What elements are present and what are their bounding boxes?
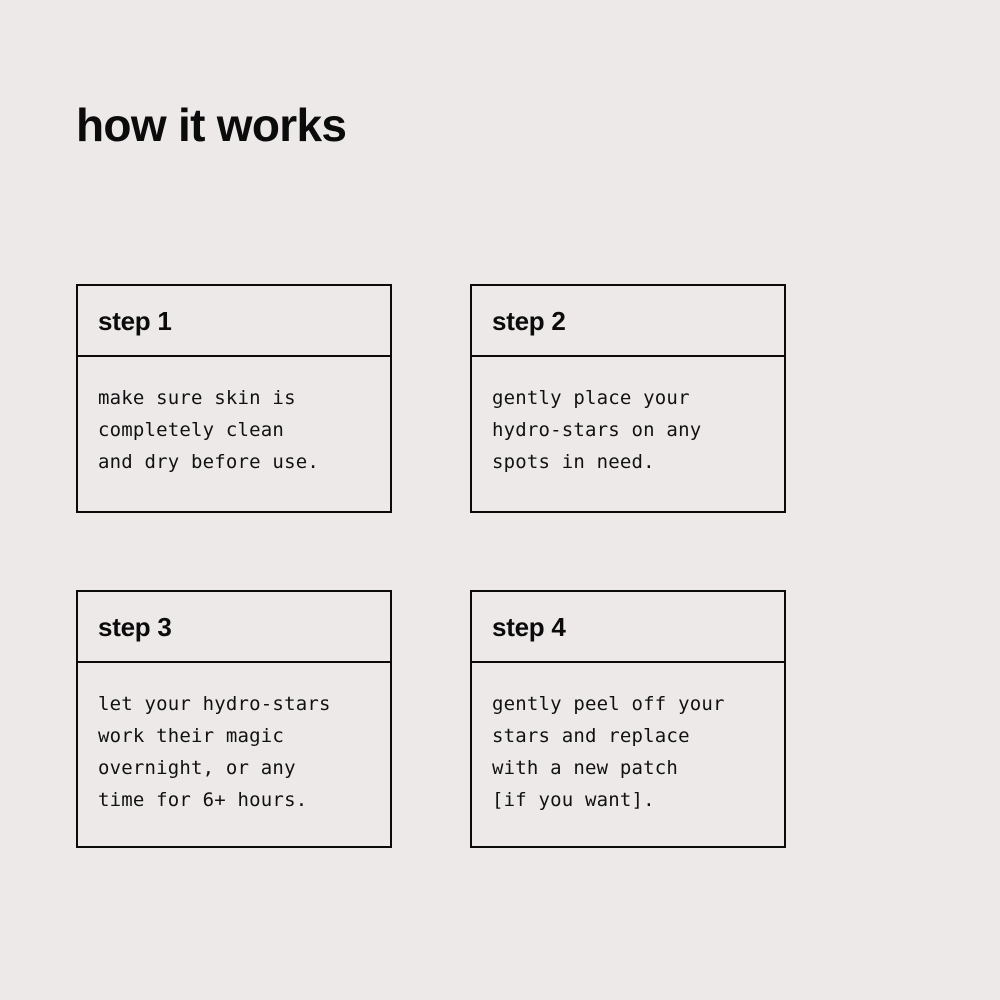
step-card-1: step 1 make sure skin is completely clea… [76, 284, 392, 513]
step-card-3: step 3 let your hydro-stars work their m… [76, 590, 392, 848]
step-card-2-text: gently place your hydro-stars on any spo… [492, 387, 702, 473]
step-card-4-header: step 4 [472, 592, 784, 663]
step-card-1-text: make sure skin is completely clean and d… [98, 387, 319, 473]
step-card-4-title: step 4 [492, 611, 566, 642]
page-title: how it works [76, 99, 347, 151]
step-card-2: step 2 gently place your hydro-stars on … [470, 284, 786, 513]
step-card-2-title: step 2 [492, 305, 566, 336]
steps-grid: step 1 make sure skin is completely clea… [76, 284, 786, 848]
step-card-3-text: let your hydro-stars work their magic ov… [98, 693, 331, 811]
step-card-3-header: step 3 [78, 592, 390, 663]
step-card-2-body: gently place your hydro-stars on any spo… [472, 357, 784, 511]
step-card-3-body: let your hydro-stars work their magic ov… [78, 663, 390, 846]
step-card-4-text: gently peel off your stars and replace w… [492, 693, 725, 811]
step-card-3-title: step 3 [98, 611, 172, 642]
step-card-4-body: gently peel off your stars and replace w… [472, 663, 784, 846]
step-card-1-title: step 1 [98, 305, 172, 336]
step-card-1-header: step 1 [78, 286, 390, 357]
step-card-1-body: make sure skin is completely clean and d… [78, 357, 390, 511]
step-card-2-header: step 2 [472, 286, 784, 357]
step-card-4: step 4 gently peel off your stars and re… [470, 590, 786, 848]
